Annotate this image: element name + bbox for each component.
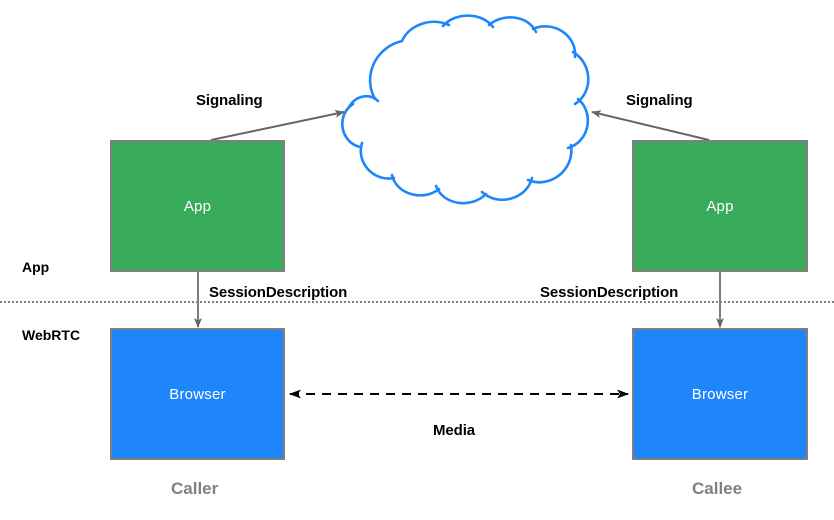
caller-app-box[interactable]: App [110,140,285,272]
layer-divider [0,301,834,303]
caller-session-description-label: SessionDescription [209,284,348,301]
signaling-arrow-callee [591,110,710,141]
callee-session-description-label: SessionDescription [540,284,679,301]
media-label: Media [433,422,476,439]
layer-label-app: App [22,259,50,275]
caller-browser-box[interactable]: Browser [110,328,285,460]
caller-signaling-label: Signaling [196,92,263,109]
caller-browser-box-label: Browser [169,385,226,403]
callee-endpoint-label: Callee [692,479,743,498]
signaling-arrow-caller [210,109,345,141]
callee-browser-box-label: Browser [691,385,749,403]
caller-app-box-label: App [183,197,212,215]
callee-app-box-label: App [706,197,734,215]
callee-signaling-label: Signaling [626,92,693,109]
callee-app-box[interactable]: App [632,140,808,272]
layer-label-webrtc: WebRTC [22,327,81,343]
cloud-shape [341,14,590,205]
callee-browser-box[interactable]: Browser [632,328,808,460]
caller-endpoint-label: Caller [171,479,219,498]
